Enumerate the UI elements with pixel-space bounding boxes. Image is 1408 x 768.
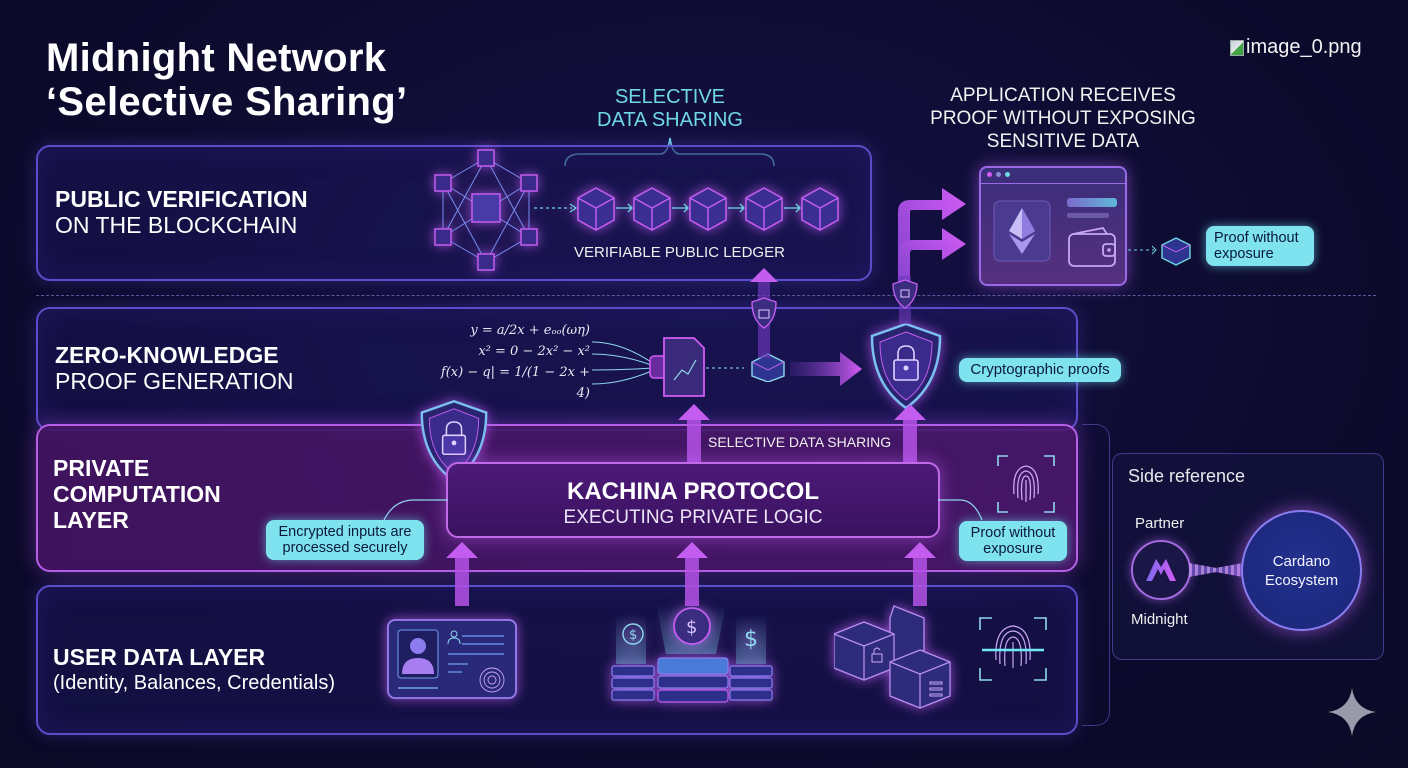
arrow-right-icon (790, 352, 862, 386)
ethereum-icon (993, 200, 1051, 262)
cryptographic-proofs-badge: Cryptographic proofs (959, 358, 1121, 382)
layer-title-private: PRIVATE COMPUTATION LAYER (53, 455, 221, 533)
shield-lock-icon (420, 399, 488, 483)
zk-cube-icon (706, 353, 785, 382)
layer-title-bold: ZERO-KNOWLEDGE (55, 342, 279, 368)
blockchain-network-icon (434, 149, 538, 271)
svg-text:$: $ (744, 627, 758, 652)
window-titlebar (981, 168, 1125, 184)
locked-box-icon (834, 605, 951, 709)
ledger-block (633, 187, 671, 231)
shield-lock-icon (870, 322, 942, 410)
wallet-icon (1068, 226, 1116, 267)
side-reference-title: Side reference (1128, 466, 1246, 486)
page-title: Midnight Network ‘Selective Sharing’ (46, 36, 407, 124)
svg-text:$: $ (686, 617, 697, 638)
arrow-up-icon (894, 404, 926, 462)
ledger-block (577, 187, 615, 231)
kachina-protocol-box: KACHINA PROTOCOL EXECUTING PRIVATE LOGIC (446, 462, 940, 538)
fingerprint-icon (997, 455, 1055, 513)
window-dot (1005, 172, 1010, 177)
application-receives-caption: APPLICATION RECEIVES PROOF WITHOUT EXPOS… (918, 84, 1208, 153)
layer-title-bold: USER DATA LAYER (53, 644, 266, 670)
kachina-title: KACHINA PROTOCOL (567, 478, 819, 505)
badge-line: Encrypted inputs are (278, 524, 412, 540)
ledger-block (745, 187, 783, 231)
connector-line (938, 499, 983, 521)
layer-title-user: USER DATA LAYER (Identity, Balances, Cre… (53, 644, 335, 696)
window-bar (1067, 198, 1117, 207)
ledger-block (801, 187, 839, 231)
equation-line: y = a/2x + eₒₒ(ωη) (470, 323, 590, 338)
fingerprint-scanner-icon (979, 617, 1047, 681)
arrow-up-icon (446, 542, 478, 606)
midnight-m-icon (1146, 559, 1176, 581)
sparkle-icon (1328, 688, 1376, 736)
badge-line: processed securely (282, 540, 408, 556)
encrypted-inputs-badge: Encrypted inputs are processed securely (266, 520, 424, 560)
broken-image: image_0.png (1230, 36, 1362, 59)
caption-line: DATA SHARING (597, 109, 743, 131)
proof-document-icon (592, 337, 705, 397)
proof-cube-icon (1128, 237, 1191, 266)
window-bar (1067, 213, 1109, 218)
broken-image-alt: image_0.png (1246, 36, 1362, 58)
equation-line: f(x) − q| = 1/(1 − 2x + 4) (440, 365, 590, 401)
proof-without-exposure-badge-top: Proof without exposure (1206, 226, 1314, 266)
shield-lock-icon (892, 276, 918, 324)
arrow-up-icon (676, 542, 708, 606)
kachina-subtitle: EXECUTING PRIVATE LOGIC (563, 507, 823, 528)
arrow-right-icon (898, 228, 966, 302)
verifiable-ledger-label: VERIFIABLE PUBLIC LEDGER (574, 244, 785, 261)
proof-without-exposure-badge-mid: Proof without exposure (959, 521, 1067, 561)
cardano-label-line: Cardano (1272, 552, 1331, 570)
id-card-icon (387, 619, 517, 699)
badge-line: exposure (1214, 246, 1274, 262)
ledger-upload-connector (750, 268, 778, 358)
selective-sharing-caption: SELECTIVE DATA SHARING (580, 86, 760, 132)
window-dot (987, 172, 992, 177)
midnight-logo (1131, 540, 1191, 600)
layer-title-zk: ZERO-KNOWLEDGE PROOF GENERATION (55, 342, 294, 394)
equation-line: x² = 0 − 2x² − x² (478, 344, 590, 359)
layer-title-public: PUBLIC VERIFICATION ON THE BLOCKCHAIN (55, 186, 308, 238)
ledger-chain (534, 187, 839, 231)
layer-title-bold: PRIVATE (53, 455, 150, 481)
layer-title-regular: PROOF GENERATION (55, 368, 294, 394)
arrow-up-icon (678, 404, 710, 462)
badge-line: exposure (983, 541, 1043, 557)
partner-bridge (1189, 563, 1243, 577)
cardano-ecosystem-circle: Cardano Ecosystem (1241, 510, 1362, 631)
shield-lock-icon (751, 297, 777, 329)
arrow-up-icon (904, 542, 936, 606)
window-dot (996, 172, 1001, 177)
application-window (979, 166, 1127, 286)
equations: y = a/2x + eₒₒ(ωη) x² = 0 − 2x² − x² f(x… (440, 320, 590, 404)
layer-title-bold: PUBLIC VERIFICATION (55, 186, 308, 212)
caption-line: PROOF WITHOUT EXPOSING (930, 108, 1196, 129)
ledger-block (689, 187, 727, 231)
caption-line: SENSITIVE DATA (986, 131, 1140, 152)
connector-line (383, 499, 448, 521)
layer-public-verification (36, 145, 872, 281)
partner-label: Partner (1135, 515, 1185, 532)
layer-title-bold: COMPUTATION (53, 481, 221, 507)
bracket (1082, 424, 1110, 726)
divider (36, 295, 1376, 296)
layer-title-bold: LAYER (53, 507, 129, 533)
svg-text:$: $ (629, 628, 637, 643)
title-line-1: Midnight Network (46, 36, 387, 80)
broken-image-icon (1230, 39, 1244, 56)
layer-title-regular: ON THE BLOCKCHAIN (55, 212, 298, 238)
caption-line: APPLICATION RECEIVES (950, 85, 1176, 106)
midnight-label: Midnight (1131, 611, 1188, 628)
caption-line: SELECTIVE (614, 86, 726, 108)
selective-data-sharing-label: SELECTIVE DATA SHARING (708, 434, 892, 450)
badge-line: Proof without (970, 525, 1056, 541)
badge-line: Proof without (1214, 230, 1299, 246)
title-line-2: ‘Selective Sharing’ (46, 80, 408, 124)
layer-title-regular: (Identity, Balances, Credentials) (53, 672, 335, 694)
coin-stack-icon: $ $ $ (611, 604, 773, 703)
cardano-label-line: Ecosystem (1264, 571, 1339, 589)
